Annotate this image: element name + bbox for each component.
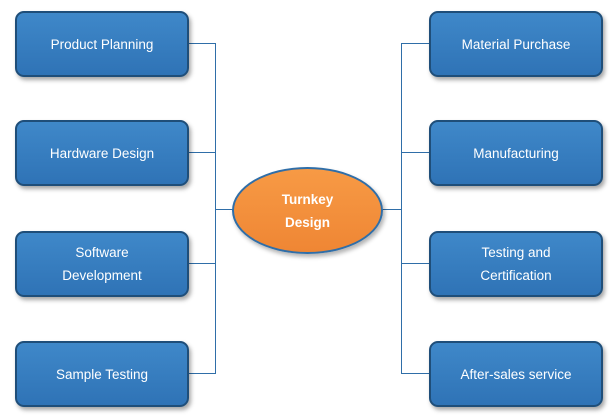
software-development-box: Software Development xyxy=(15,231,189,297)
sample-testing-box: Sample Testing xyxy=(15,341,189,407)
software-development-label: Software Development xyxy=(62,245,142,283)
sample-testing-label: Sample Testing xyxy=(55,366,149,382)
manufacturing-box: Manufacturing xyxy=(429,120,603,186)
turnkey-design-label: Turnkey Design xyxy=(281,191,334,230)
product-planning-box: Product Planning xyxy=(15,11,189,77)
testing-certification-box: Testing and Certification xyxy=(429,231,603,297)
material-purchase-label: Material Purchase xyxy=(461,36,571,52)
testing-certification-label: Testing and Certification xyxy=(480,245,552,283)
product-planning-label: Product Planning xyxy=(50,36,154,52)
after-sales-service-box: After-sales service xyxy=(429,341,603,407)
material-purchase-box: Material Purchase xyxy=(429,11,603,77)
turnkey-design-ellipse: Turnkey Design xyxy=(232,167,383,254)
hardware-design-label: Hardware Design xyxy=(49,145,155,161)
after-sales-service-label: After-sales service xyxy=(460,366,572,382)
hardware-design-box: Hardware Design xyxy=(15,120,189,186)
manufacturing-label: Manufacturing xyxy=(473,145,559,161)
